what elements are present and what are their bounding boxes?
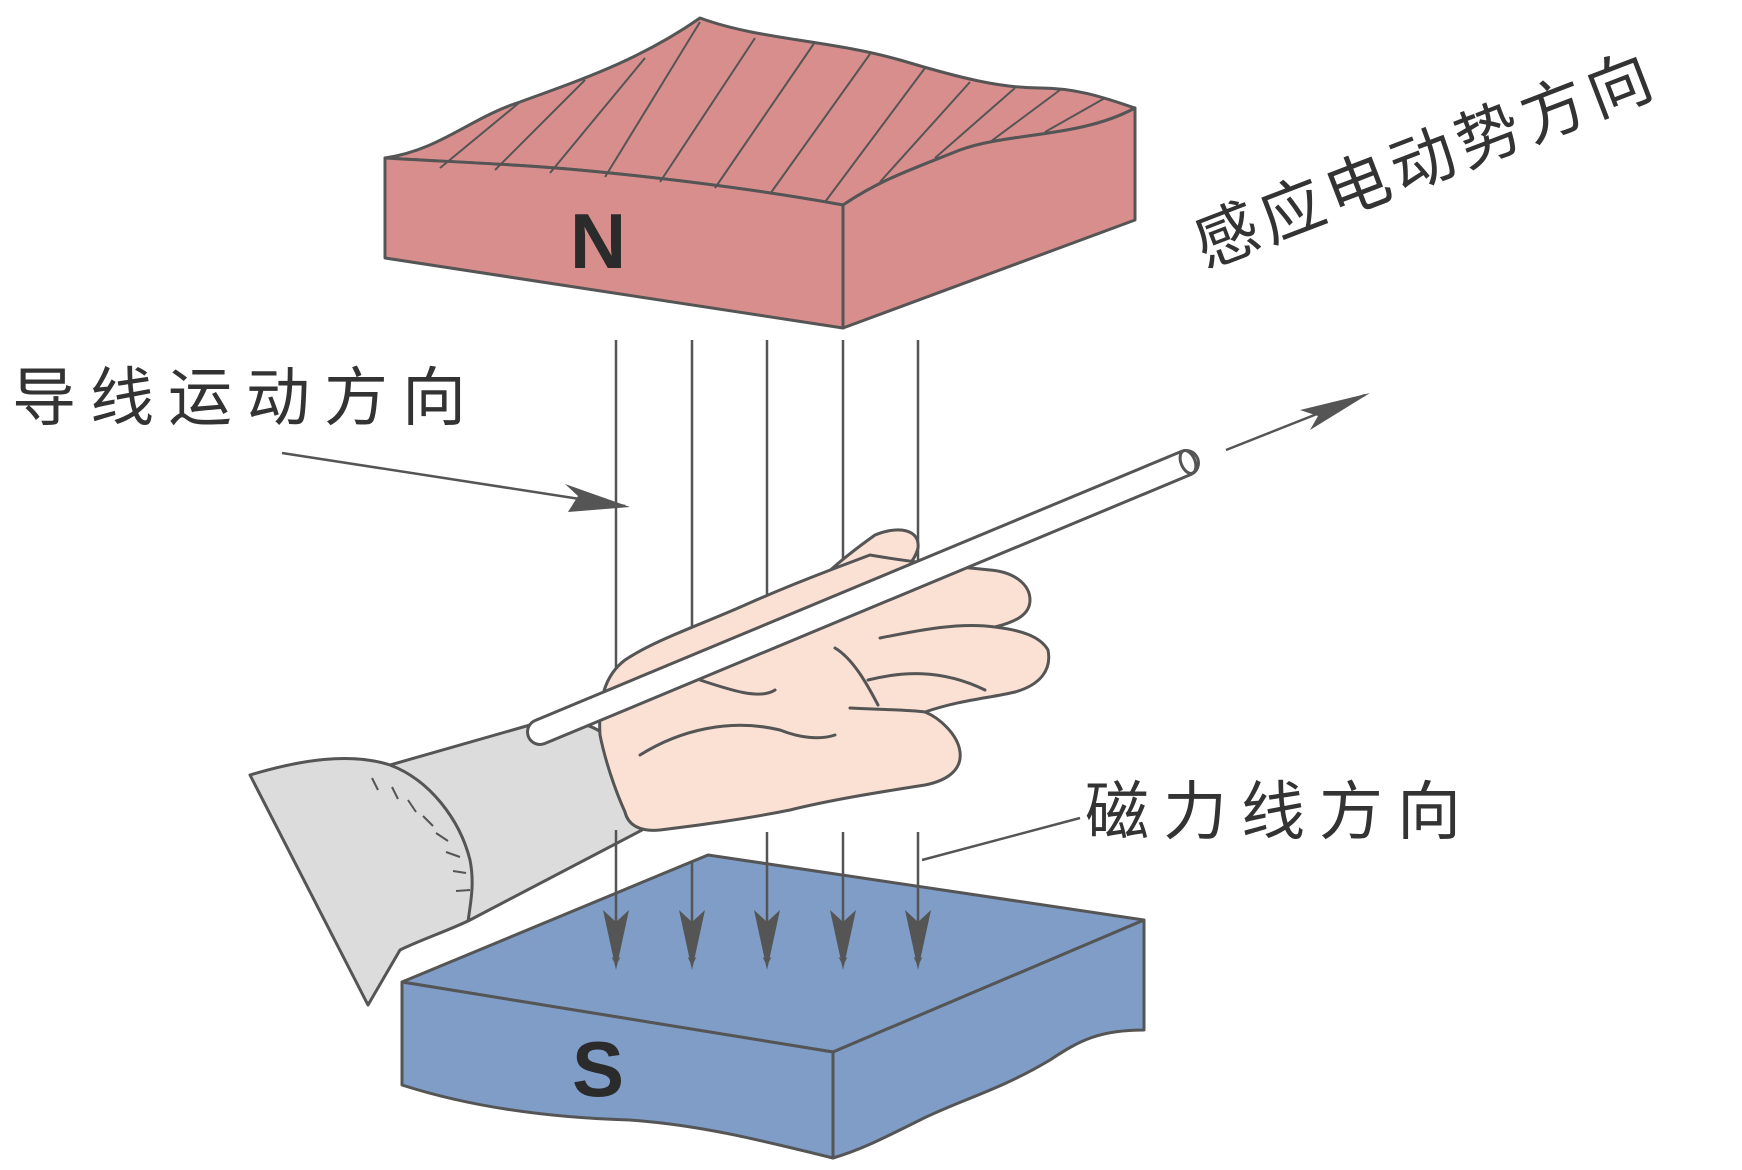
emf-direction-label: 感应电动势方向 [1184, 38, 1668, 283]
south-pole-label: S [572, 1025, 624, 1113]
north-magnet [383, 16, 1137, 330]
emf-arrowhead [1300, 393, 1370, 430]
rod-end [1178, 449, 1198, 475]
finger-crease [866, 672, 987, 692]
conductor-rod [526, 449, 1200, 746]
field-direction-label: 磁力线方向 [1085, 776, 1475, 850]
motion-arrowhead [565, 484, 630, 512]
field-direction-leader [921, 816, 1081, 862]
motion-direction-leader [281, 451, 626, 508]
north-magnet-side-face [841, 106, 1137, 330]
north-magnet-front-face [383, 156, 845, 330]
palm-crease [638, 723, 837, 757]
south-magnet-side-face [831, 918, 1146, 1160]
field-arrowheads [603, 910, 931, 970]
palm-crease [833, 646, 880, 707]
north-magnet-hatching [439, 21, 1106, 203]
finger-crease [848, 706, 927, 714]
sleeve [248, 719, 644, 1007]
north-pole-label: N [570, 197, 626, 285]
south-magnet-front-face [400, 980, 835, 1160]
palm [598, 553, 1051, 832]
motion-direction-label: 导线运动方向 [12, 362, 480, 436]
finger-crease [878, 623, 997, 640]
palm-crease [698, 678, 777, 696]
south-magnet [400, 853, 1146, 1160]
sleeve-cuff-stitching [371, 777, 471, 892]
